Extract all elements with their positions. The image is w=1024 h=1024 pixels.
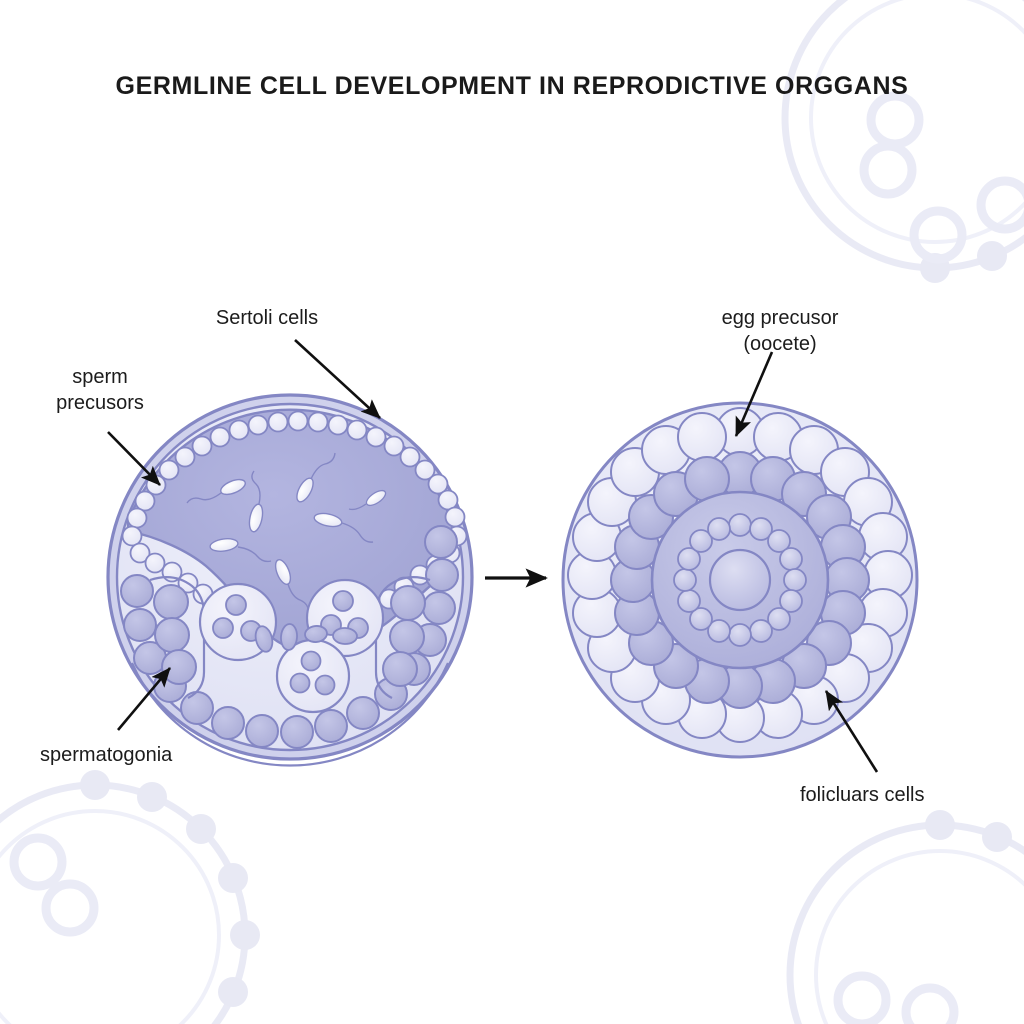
follicular-cells-leader-arrow: [824, 690, 879, 773]
ovary-cross-section: [561, 401, 919, 759]
sperm-precursors-leader-arrow: [107, 431, 161, 486]
sertoli-cell-ring: [121, 410, 468, 610]
egg-precursor-leader-arrow: [734, 351, 774, 437]
testis-left-pocket-outline: [149, 575, 206, 699]
sperm-cell: [348, 489, 387, 511]
label-sperm-precursors: sperm precusors: [56, 366, 144, 415]
sperm-cell: [186, 478, 246, 504]
label-spermatogonia: spermatogonia: [40, 744, 173, 766]
oocyte: [650, 490, 830, 670]
oocyte-granule-ring: [673, 513, 807, 647]
testis-basal-lamina: [130, 662, 450, 767]
spermatogonia-leader-arrow: [117, 667, 171, 731]
sperm-cell: [248, 470, 264, 533]
spermatocyte: [275, 638, 351, 714]
sperm-cell: [313, 512, 374, 543]
round-spermatid-group: [254, 623, 358, 653]
label-sertoli-cells: Sertoli cells: [215, 307, 319, 329]
spermatogonia-column-cells: [153, 584, 426, 687]
oocyte-nucleus: [708, 548, 772, 612]
sperm-cells-group: [186, 452, 387, 613]
page-title: GERMLINE CELL DEVELOPMENT IN REPRODICTIV…: [115, 72, 909, 100]
sperm-cell: [209, 538, 272, 563]
label-egg-precursor: egg precusor (oocete): [721, 307, 839, 356]
sertoli-cells-leader-arrow: [294, 339, 381, 419]
follicular-cells-inner-ring: [610, 451, 870, 709]
sperm-cell: [296, 452, 336, 503]
follicular-cells-outer-ring: [567, 407, 913, 743]
testis-cross-section: [106, 393, 474, 767]
label-follicular-cells: folicluars cells: [800, 784, 925, 806]
